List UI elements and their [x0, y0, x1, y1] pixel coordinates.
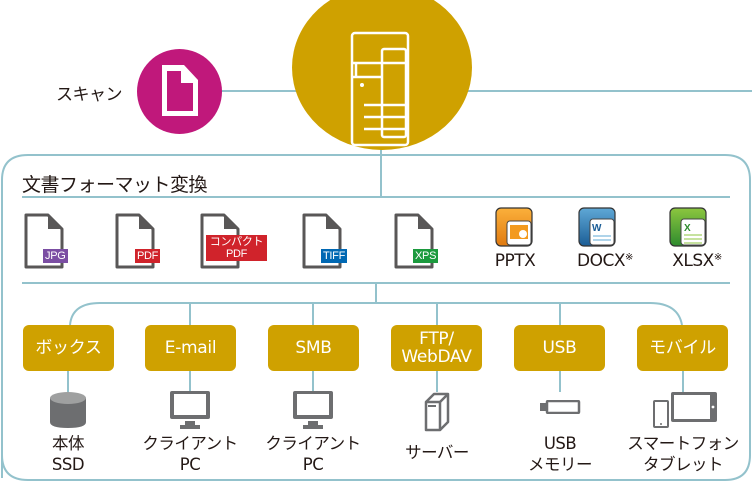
server-icon	[424, 392, 450, 432]
svg-text:W: W	[592, 223, 602, 234]
destination-label-ssd: 本体 SSD	[51, 434, 85, 474]
destination-box-button[interactable]: ボックス	[23, 325, 114, 371]
format-xps: XPS	[394, 213, 454, 269]
powerpoint-icon	[495, 207, 533, 247]
format-xlsx: X XLSX※	[657, 207, 737, 277]
format-tag-tiff: TIFF	[321, 249, 348, 263]
ssd-icon	[50, 392, 86, 428]
format-tag-xps: XPS	[413, 249, 439, 263]
format-tag-jpg: JPG	[43, 249, 68, 263]
scan-circle	[137, 49, 222, 134]
format-tag-compact-pdf: コンパクト PDF	[206, 235, 267, 261]
destination-label-mobile: スマートフォン タブレット	[627, 434, 739, 474]
format-pdf: PDF	[115, 213, 175, 269]
excel-icon: X	[669, 207, 707, 247]
format-compact-pdf: コンパクト PDF	[200, 213, 280, 269]
usb-memory-icon	[540, 400, 581, 414]
format-pptx: PPTX	[475, 207, 555, 277]
destination-label-usb-memory: USB メモリー	[528, 434, 593, 474]
word-icon: W	[578, 207, 616, 247]
note-mark: ※	[713, 252, 722, 263]
format-docx: W DOCX※	[565, 207, 645, 277]
format-label-docx: DOCX	[577, 251, 626, 271]
multifunction-printer-icon	[350, 31, 410, 147]
format-tag-pdf: PDF	[135, 249, 161, 263]
format-jpg: JPG	[24, 213, 84, 269]
smartphone-tablet-icon	[653, 392, 717, 428]
destination-usb-button[interactable]: USB	[514, 325, 605, 371]
destination-label-smb-pc: クライアント PC	[265, 434, 361, 474]
destination-label-email-pc: クライアント PC	[142, 434, 238, 474]
destination-smb-button[interactable]: SMB	[268, 325, 359, 371]
destination-ftp-webdav-button[interactable]: FTP/ WebDAV	[391, 325, 482, 371]
monitor-icon	[170, 391, 210, 429]
format-tiff: TIFF	[302, 213, 362, 269]
destination-mobile-button[interactable]: モバイル	[637, 325, 728, 371]
destination-email-button[interactable]: E-mail	[145, 325, 236, 371]
scan-label: スキャン	[56, 85, 123, 105]
section-title: 文書フォーマット変換	[22, 174, 208, 196]
monitor-icon	[293, 391, 333, 429]
format-label-pptx: PPTX	[494, 251, 536, 271]
device-circle	[292, 0, 472, 150]
svg-text:X: X	[684, 223, 691, 234]
document-icon	[162, 65, 198, 116]
format-label-xlsx: XLSX	[672, 251, 714, 271]
note-mark: ※	[625, 252, 633, 263]
destination-label-server: サーバー	[405, 443, 469, 462]
